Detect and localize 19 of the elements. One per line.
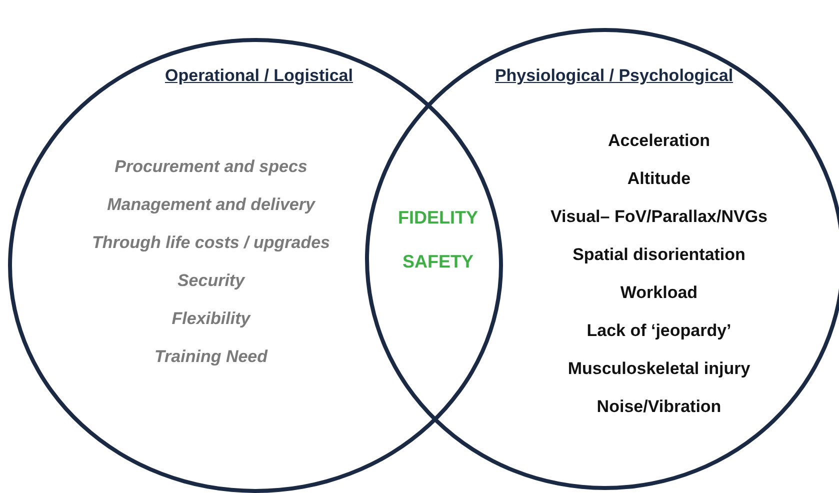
venn-circle [365,28,839,490]
list-item: Management and delivery [107,195,315,215]
overlap-label: FIDELITY [398,208,478,228]
circle-heading: Physiological / Psychological [494,66,734,86]
list-item: Flexibility [172,309,250,329]
list-item: Visual– FoV/Parallax/NVGs [550,207,768,227]
list-item: Altitude [627,169,691,189]
list-item: Through life costs / upgrades [92,233,330,253]
list-item: Musculoskeletal injury [568,359,750,379]
list-item: Training Need [154,347,268,367]
overlap-label: SAFETY [402,252,474,272]
list-item: Security [177,271,245,291]
circle-heading: Operational / Logistical [165,66,353,86]
list-item: Workload [620,283,698,303]
list-item: Acceleration [608,131,710,151]
list-item: Lack of ‘jeopardy’ [586,321,732,341]
list-item: Procurement and specs [114,157,308,177]
list-item: Spatial disorientation [572,245,746,265]
list-item: Noise/Vibration [596,397,722,417]
